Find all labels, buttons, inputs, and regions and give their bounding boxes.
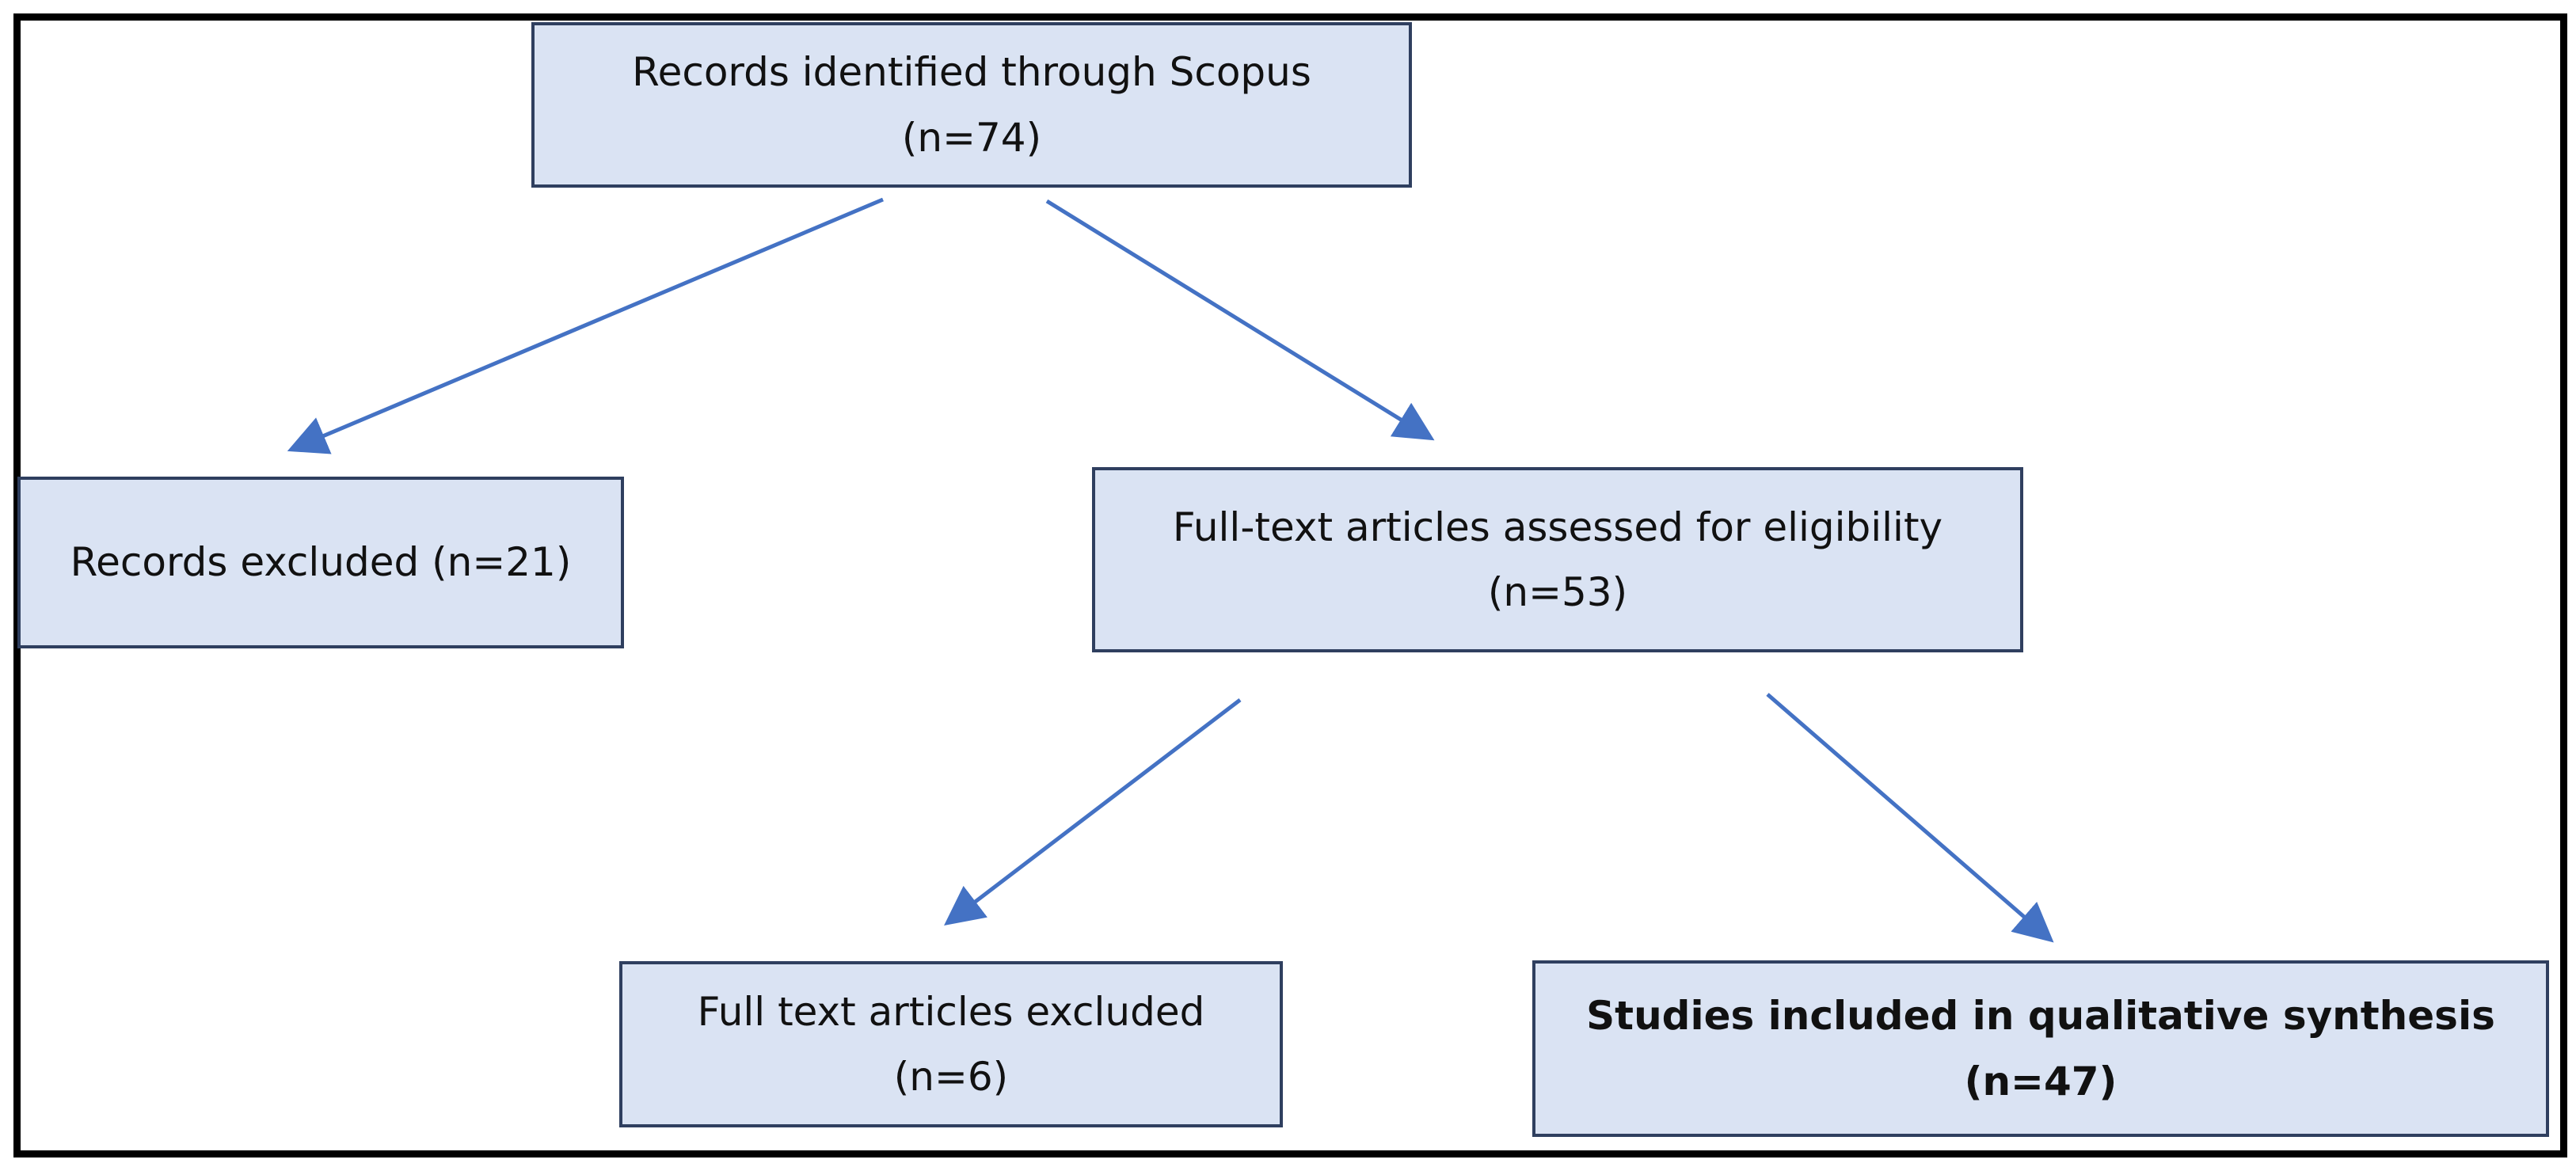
records-identified-count: (n=74) [901,114,1042,161]
records-identified-box: Records identified through Scopus (n=74) [531,22,1412,188]
studies-included-count: (n=47) [1964,1058,2117,1104]
records-excluded-label: Records excluded (n=21) [70,539,572,586]
full-text-excluded-box: Full text articles excluded (n=6) [619,961,1283,1127]
records-excluded-box: Records excluded (n=21) [17,477,624,648]
arrow-identified-to-assessed [1045,199,1435,441]
studies-included-label: Studies included in qualitative synthesi… [1586,993,2495,1039]
records-identified-label: Records identified through Scopus [632,49,1311,95]
arrow-identified-to-excluded [287,197,884,454]
full-text-assessed-label: Full-text articles assessed for eligibil… [1172,504,1943,550]
studies-included-box: Studies included in qualitative synthesi… [1532,960,2549,1137]
full-text-assessed-count: (n=53) [1487,569,1628,615]
arrow-assessed-to-included [1766,693,2054,943]
arrow-assessed-to-ft-excluded [944,698,1242,926]
full-text-excluded-count: (n=6) [893,1054,1009,1100]
full-text-excluded-label: Full text articles excluded [697,988,1205,1035]
full-text-assessed-box: Full-text articles assessed for eligibil… [1092,467,2023,652]
